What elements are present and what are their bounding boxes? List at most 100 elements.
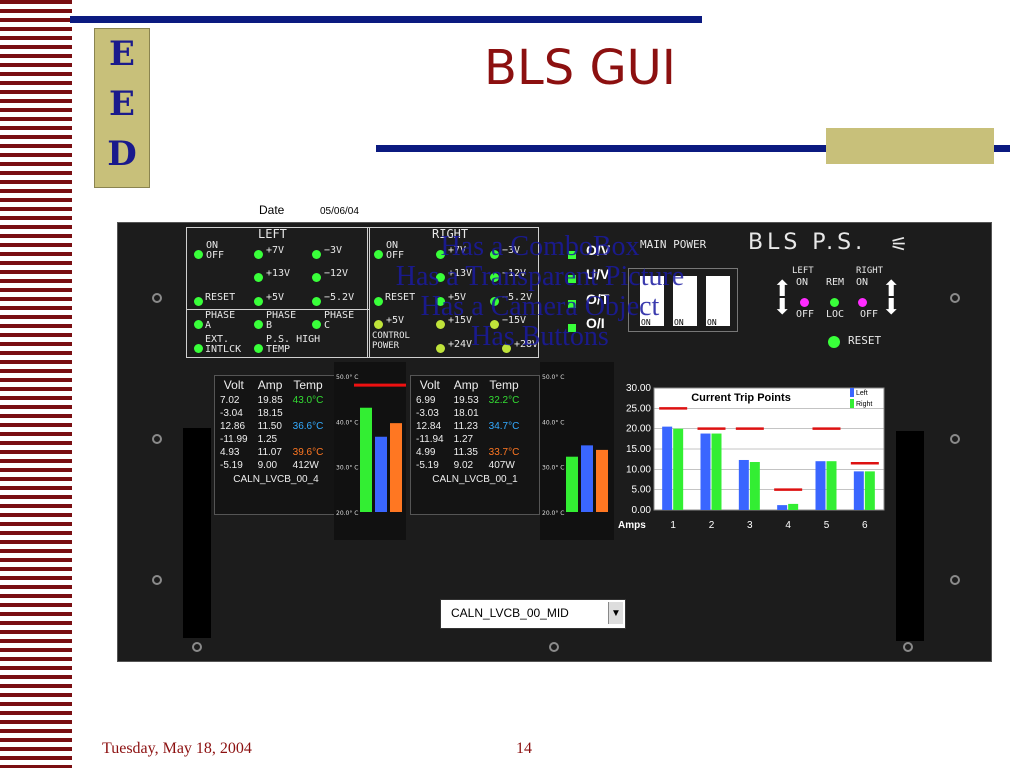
cell: 9.02 (453, 460, 474, 471)
power-switch-2[interactable] (673, 276, 697, 326)
left-on-led (194, 246, 203, 264)
reset-label: RESET (205, 292, 236, 303)
y-tick-label: 20.00 (626, 424, 651, 435)
cell: 18.15 (257, 408, 283, 419)
bar (738, 459, 749, 510)
eed-logo: E E D (94, 28, 150, 188)
led-label: EXT. INTLCK (205, 334, 242, 355)
y-tick-label: 15.00 (626, 444, 651, 455)
y-tick-label: 5.00 (632, 485, 652, 496)
screw-icon (192, 642, 202, 652)
y-tick-label: 10.00 (626, 464, 651, 475)
cell: 4.99 (416, 447, 436, 458)
cell: -5.19 (416, 460, 439, 471)
gauge-bar (596, 449, 608, 512)
cell: 19.53 (453, 395, 479, 406)
led-icon (312, 320, 321, 329)
status-square-icon (568, 324, 576, 332)
right-temp-gauge-svg: 50.0° C40.0° C30.0° C20.0° C (542, 374, 608, 517)
led-icon (490, 273, 499, 282)
cell: 11.35 (453, 447, 478, 458)
bls-off-label: OFF (860, 309, 879, 320)
lvcb-combobox[interactable]: CALN_LVCB_00_MID ▼ (440, 599, 626, 629)
led-icon (490, 297, 499, 306)
gauge-tick-label: 20.0° C (336, 510, 358, 517)
switch-on-label: ON (641, 318, 651, 327)
gauge-bar (390, 423, 402, 512)
led-icon (254, 273, 263, 282)
power-switch-1[interactable] (640, 276, 664, 326)
temp-cell: 36.6°C (292, 421, 324, 432)
cell: 11.23 (453, 421, 478, 432)
led-icon (436, 297, 445, 306)
cell: 11.07 (257, 447, 282, 458)
legend-label: Left (856, 390, 868, 397)
led-icon (194, 320, 203, 329)
right-heading: RIGHT (432, 227, 469, 241)
led-label: +5V (448, 292, 467, 303)
led-icon (830, 298, 839, 307)
led-icon (312, 250, 321, 259)
bls-reset-button[interactable]: RESET (848, 334, 882, 347)
screw-icon (152, 434, 162, 444)
page-number: 14 (516, 740, 532, 757)
col-header: Volt (419, 378, 440, 392)
y-tick-label: 0.00 (632, 505, 652, 516)
cell: 1.25 (257, 434, 278, 445)
bar (826, 461, 837, 510)
right-toggle-arrows-icon[interactable]: ⬆⬇ (882, 276, 901, 319)
bls-on-label: ON (796, 277, 809, 288)
led-label: +13V (448, 268, 473, 279)
led-icon (374, 297, 383, 306)
annotation-overlay: Has a ComboBox Has a Transparent Picture… (300, 232, 780, 352)
led-icon (194, 344, 203, 353)
led-icon (436, 273, 445, 282)
chevron-down-icon[interactable]: ▼ (608, 602, 623, 624)
bls-left-label: LEFT (792, 266, 814, 276)
gauge-tick-label: 40.0° C (336, 419, 358, 426)
bar (711, 433, 722, 510)
led-icon (312, 273, 321, 282)
led-label: +15V (448, 315, 473, 326)
trip-points-chart-svg: 30.0025.0020.0015.0010.005.000.00Current… (618, 383, 885, 531)
led-label: −5.2V (324, 292, 355, 303)
led-icon (490, 250, 499, 259)
cell: 412W (292, 460, 319, 471)
bar (788, 503, 799, 510)
led-icon (254, 320, 263, 329)
date-value: 05/06/04 (320, 206, 359, 217)
led-icon (374, 250, 383, 259)
right-status-group (367, 227, 539, 358)
led-label: +24V (448, 339, 473, 350)
legend-swatch (850, 399, 854, 408)
cell: -5.19 (220, 460, 243, 471)
reset-led-icon (828, 336, 840, 348)
gauge-bar (581, 445, 593, 512)
annotation-line: Has a Transparent Picture (395, 261, 685, 292)
power-switch-3[interactable] (706, 276, 730, 326)
left-off-label: OFF (206, 250, 225, 261)
led-icon (800, 298, 809, 307)
switch-on-label: ON (707, 318, 717, 327)
decorative-stripes (0, 0, 72, 768)
footer-date: Tuesday, May 18, 2004 (102, 740, 252, 757)
led-label: +5V (386, 315, 405, 326)
led-label: PHASE C (324, 310, 355, 331)
bls-right-label: RIGHT (856, 266, 884, 276)
screw-icon (950, 575, 960, 585)
led-icon (436, 250, 445, 259)
screw-icon (152, 293, 162, 303)
led-icon (502, 344, 511, 353)
status-square-icon (568, 300, 576, 308)
left-toggle-arrows-icon[interactable]: ⬆⬇ (773, 276, 792, 319)
led-label: +5V (266, 292, 285, 303)
led-label: −3V (324, 245, 343, 256)
annotation-line: Has Buttons (471, 321, 609, 352)
cell: 18.01 (453, 408, 479, 419)
led-label: PHASE A (205, 310, 236, 331)
